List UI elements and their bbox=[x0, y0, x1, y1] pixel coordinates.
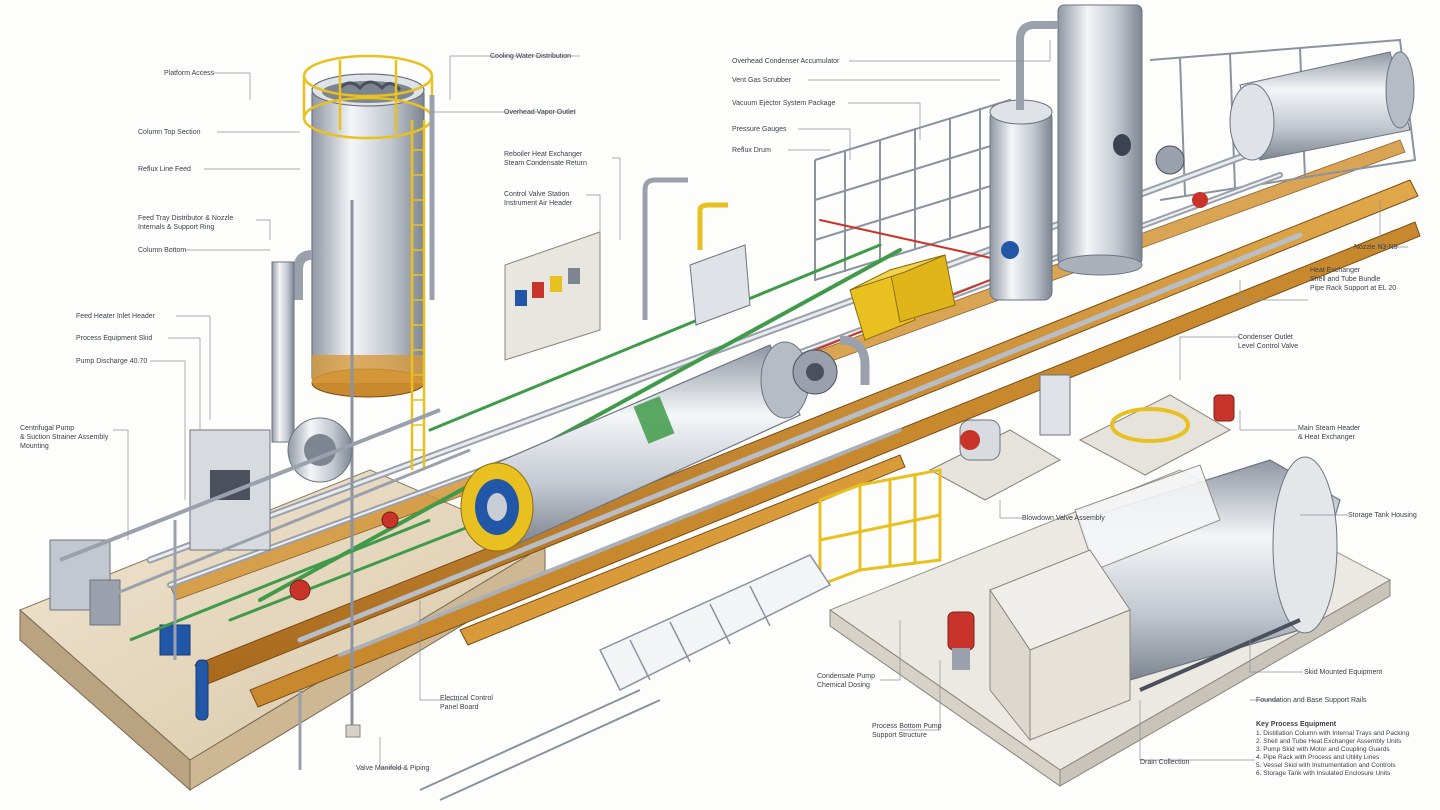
callout-feed-heater: Feed Heater Inlet Header bbox=[76, 313, 155, 320]
yellow-frame-skid bbox=[818, 468, 942, 588]
callout-storage-tank: Storage Tank Housing bbox=[1348, 512, 1417, 519]
center-heat-exchanger bbox=[460, 335, 870, 552]
callout-reflux-drum: Reflux Drum bbox=[732, 147, 771, 154]
vertical-vessels bbox=[989, 4, 1143, 301]
callout-column-bottom: Column Bottom bbox=[138, 247, 187, 254]
notes-heading: Key Process Equipment bbox=[1256, 721, 1337, 728]
yellow-tanks bbox=[849, 254, 956, 341]
callout-process-bottom-pump: Process Bottom Pump bbox=[872, 723, 942, 730]
callout-foundation: Foundation and Base Support Rails bbox=[1256, 697, 1367, 704]
callout-vent-gas: Vent Gas Scrubber bbox=[732, 77, 792, 84]
callout-pressure-gauges: Pressure Gauges bbox=[732, 126, 787, 133]
distillation-column bbox=[271, 54, 435, 738]
notes-line: 5. Vessel Skid with Instrumentation and … bbox=[1256, 762, 1396, 769]
notes-line: 3. Pump Skid with Motor and Coupling Gua… bbox=[1256, 746, 1390, 753]
walkway-conveyor bbox=[419, 554, 832, 801]
notes-line: 2. Shell and Tube Heat Exchanger Assembl… bbox=[1256, 738, 1402, 745]
callout-support-structure: Support Structure bbox=[872, 732, 927, 739]
left-pump-cluster bbox=[49, 408, 471, 770]
electrical-panels bbox=[504, 177, 751, 361]
callout-drain-collection: Drain Collection bbox=[1140, 759, 1190, 766]
callout-vacuum-ejector: Vacuum Ejector System Package bbox=[732, 100, 836, 107]
callout-main-steam: Main Steam Header& Heat Exchanger bbox=[1298, 425, 1361, 441]
mid-right-skids bbox=[928, 374, 1235, 501]
equipment-notes: Key Process Equipment 1. Distillation Co… bbox=[1256, 721, 1409, 778]
callout-valve-manifold: Valve Manifold & Piping bbox=[356, 765, 430, 772]
callout-equipment-skid: Process Equipment Skid bbox=[76, 335, 153, 342]
callout-cooling-water: Cooling Water Distribution bbox=[490, 53, 572, 60]
notes-line: 4. Pipe Rack with Process and Utility Li… bbox=[1256, 754, 1380, 761]
callout-leaders bbox=[113, 40, 1408, 769]
callout-column-top: Column Top Section bbox=[138, 129, 201, 136]
callout-nozzle: Nozzle N3-N5 bbox=[1354, 244, 1398, 251]
callout-centrifugal-pump: Centrifugal Pump& Suction Strainer Assem… bbox=[20, 425, 109, 450]
callout-blowdown-valve: Blowdown Valve Assembly bbox=[1022, 515, 1105, 522]
overhead-drum bbox=[1155, 51, 1415, 208]
callout-skid-mounted: Skid Mounted Equipment bbox=[1304, 669, 1383, 676]
callout-reflux-line: Reflux Line Feed bbox=[138, 166, 191, 173]
callout-overhead-vapor: Overhead Vapor Outlet bbox=[504, 109, 576, 116]
callout-pump-discharge: Pump Discharge 40.70 bbox=[76, 358, 148, 365]
notes-line: 1. Distillation Column with Internal Tra… bbox=[1256, 730, 1410, 737]
callout-condenser-accumulator: Overhead Condenser Accumulator bbox=[732, 58, 840, 65]
storage-tank-housing bbox=[947, 456, 1341, 742]
callout-platform-access: Platform Access bbox=[164, 70, 215, 77]
notes-line: 6. Storage Tank with Insulated Enclosure… bbox=[1256, 770, 1391, 777]
